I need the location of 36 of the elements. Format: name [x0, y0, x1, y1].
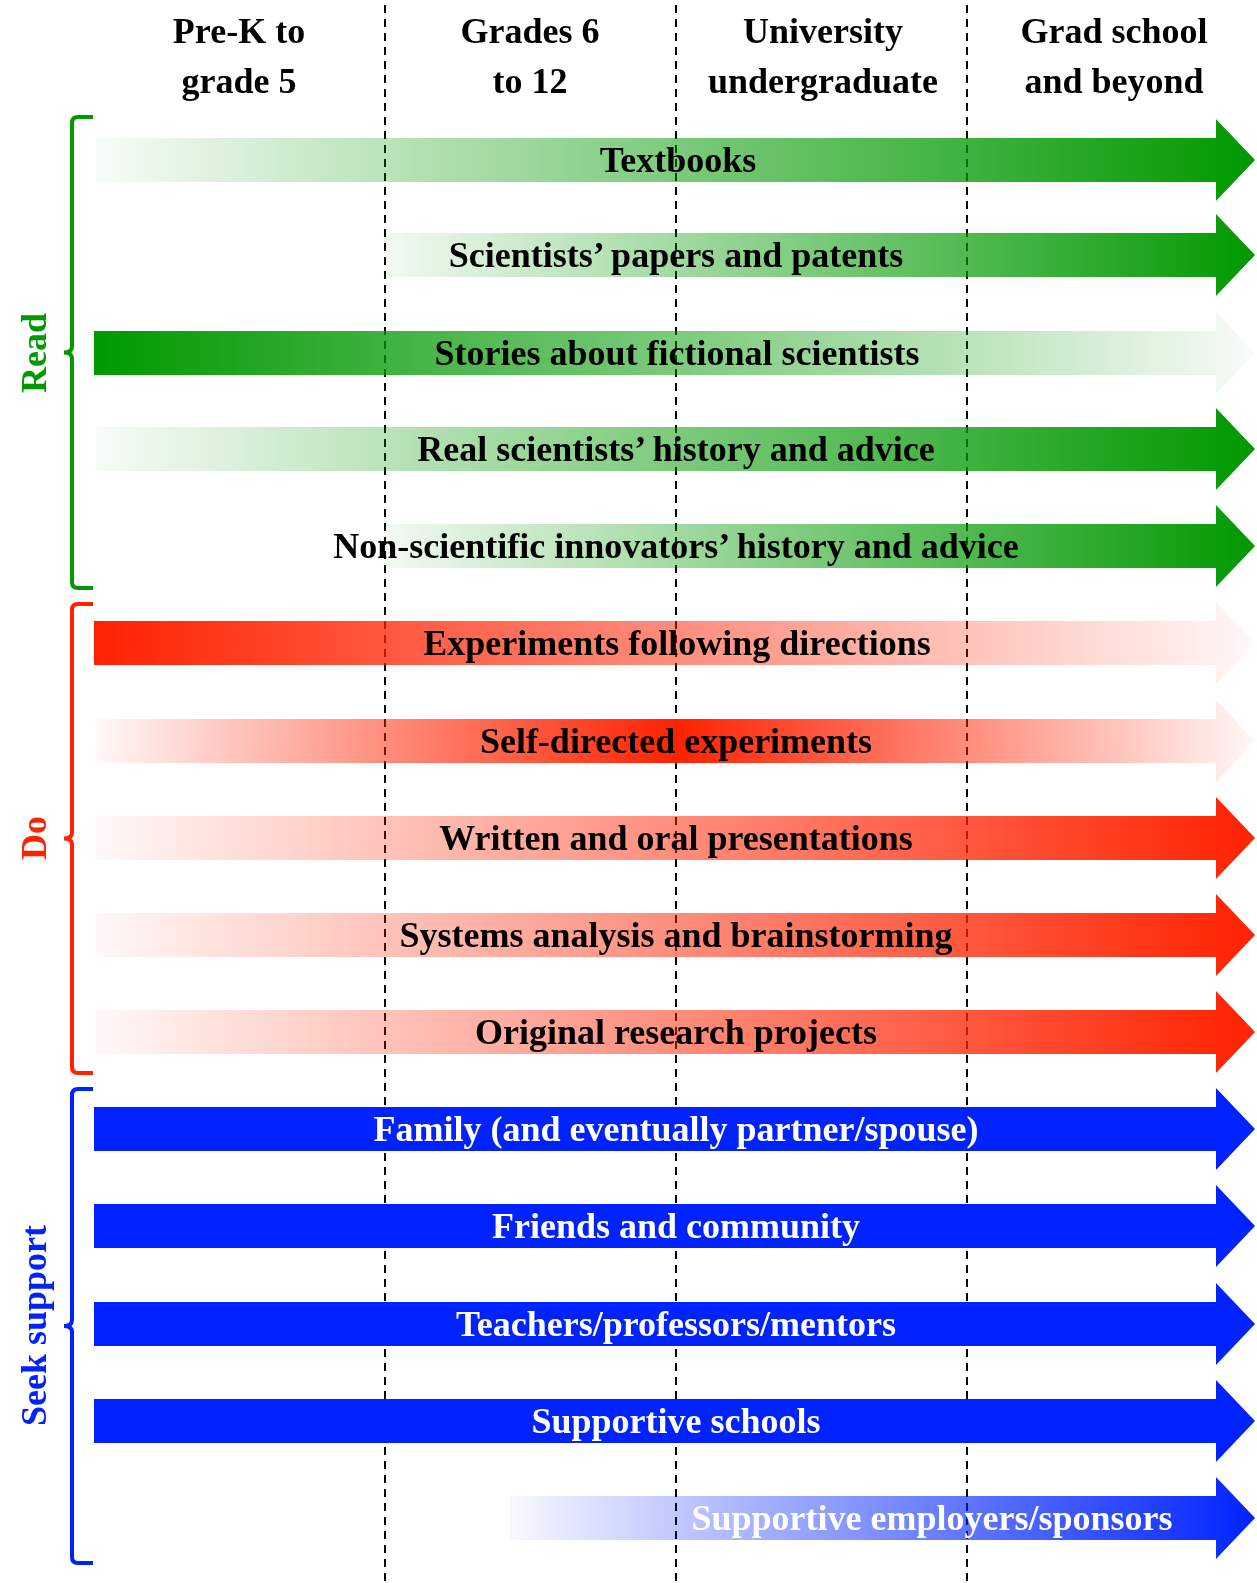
arrow-label: Stories about fictional scientists — [434, 332, 920, 374]
column-heading: Grades 6 to 12 — [459, 10, 601, 103]
arrow-label: Supportive schools — [531, 1400, 821, 1442]
arrow-label: Real scientists’ history and advice — [417, 428, 935, 470]
group-label: Read — [13, 313, 55, 393]
progression-band — [94, 1184, 1257, 1268]
progression-band — [96, 407, 1257, 491]
progression-band — [94, 601, 1257, 685]
progression-band — [96, 118, 1257, 202]
progression-band — [96, 796, 1257, 880]
arrow-label: Written and oral presentations — [439, 817, 913, 859]
arrow-label: Experiments following directions — [423, 622, 931, 664]
progression-band — [94, 1087, 1257, 1171]
column-heading: University undergraduate — [707, 10, 939, 103]
arrow-label: Supportive employers/sponsors — [691, 1497, 1173, 1539]
arrow-label: Original research projects — [475, 1011, 877, 1053]
progression-band — [94, 1282, 1257, 1366]
arrow-label: Textbooks — [599, 139, 757, 181]
progression-band — [510, 1476, 1257, 1560]
group-label: Do — [13, 816, 55, 860]
progression-band — [96, 893, 1257, 977]
arrow-label: Systems analysis and brainstorming — [399, 914, 953, 956]
arrow-label: Non-scientific innovators’ history and advice — [333, 525, 1019, 567]
progression-band — [96, 990, 1257, 1074]
progression-band — [385, 213, 1257, 297]
progression-band — [94, 1379, 1257, 1463]
arrow-label: Friends and community — [492, 1205, 860, 1247]
column-heading: Grad school and beyond — [1019, 10, 1209, 103]
arrow-label: Family (and eventually partner/spouse) — [373, 1108, 979, 1150]
arrow-label: Scientists’ papers and patents — [448, 234, 904, 276]
arrow-label: Teachers/professors/mentors — [456, 1303, 896, 1345]
progression-band — [94, 311, 1257, 395]
group-label: Seek support — [13, 1225, 55, 1427]
column-heading: Pre-K to grade 5 — [171, 10, 307, 103]
arrow-label: Self-directed experiments — [479, 720, 873, 762]
progression-band — [96, 699, 1257, 783]
